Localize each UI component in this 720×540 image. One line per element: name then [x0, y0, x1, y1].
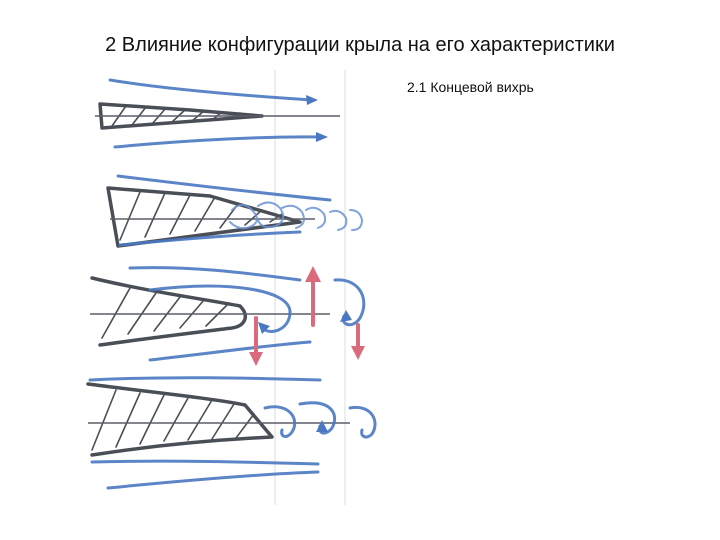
wing-panel-2	[108, 176, 362, 246]
grid-lines	[275, 70, 345, 505]
wing-panel-1	[95, 80, 340, 147]
wing-panel-3	[90, 266, 365, 366]
wing-panel-4	[88, 378, 375, 488]
